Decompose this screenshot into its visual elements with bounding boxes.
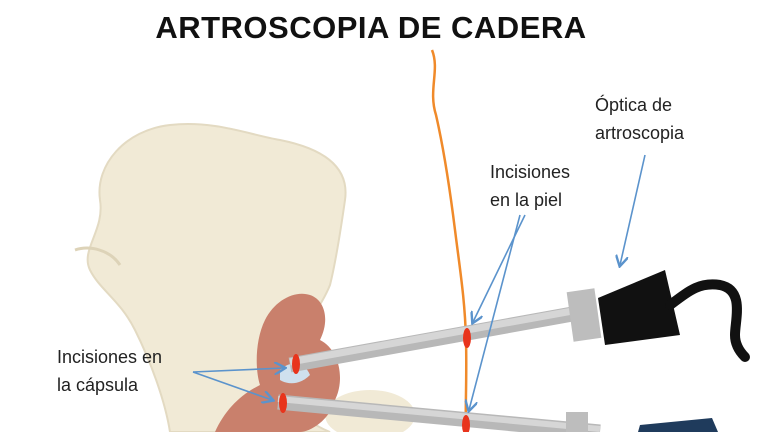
arthroscope-collar [566,288,602,342]
skin-incision-upper [463,328,471,348]
capsule-incision-upper [292,354,300,374]
skin-incision-lower [462,415,470,432]
capsule-incisions-label: Incisiones en la cápsula [57,343,162,399]
pointer-arrows [192,154,646,410]
skin-incisions-line2: en la piel [490,190,563,210]
diagram-title: ARTROSCOPIA DE CADERA [155,10,587,45]
arthroscope-camera [598,270,680,345]
optic-label: Óptica de artroscopia [595,91,684,147]
optic-label-line1: Óptica de [595,95,673,115]
instrument-collar [566,412,588,432]
capsule-incisions-line2: la cápsula [57,375,139,395]
skin-incisions-line1: Incisiones [490,162,571,182]
capsule-incisions-line1: Incisiones en [57,347,163,367]
skin-incisions-label: Incisiones en la piel [490,158,570,214]
camera-cable [665,279,750,362]
capsule-incision-lower [279,393,287,413]
skin-line [430,49,468,432]
instrument-handle [638,418,718,432]
optic-label-line2: artroscopia [595,123,685,143]
